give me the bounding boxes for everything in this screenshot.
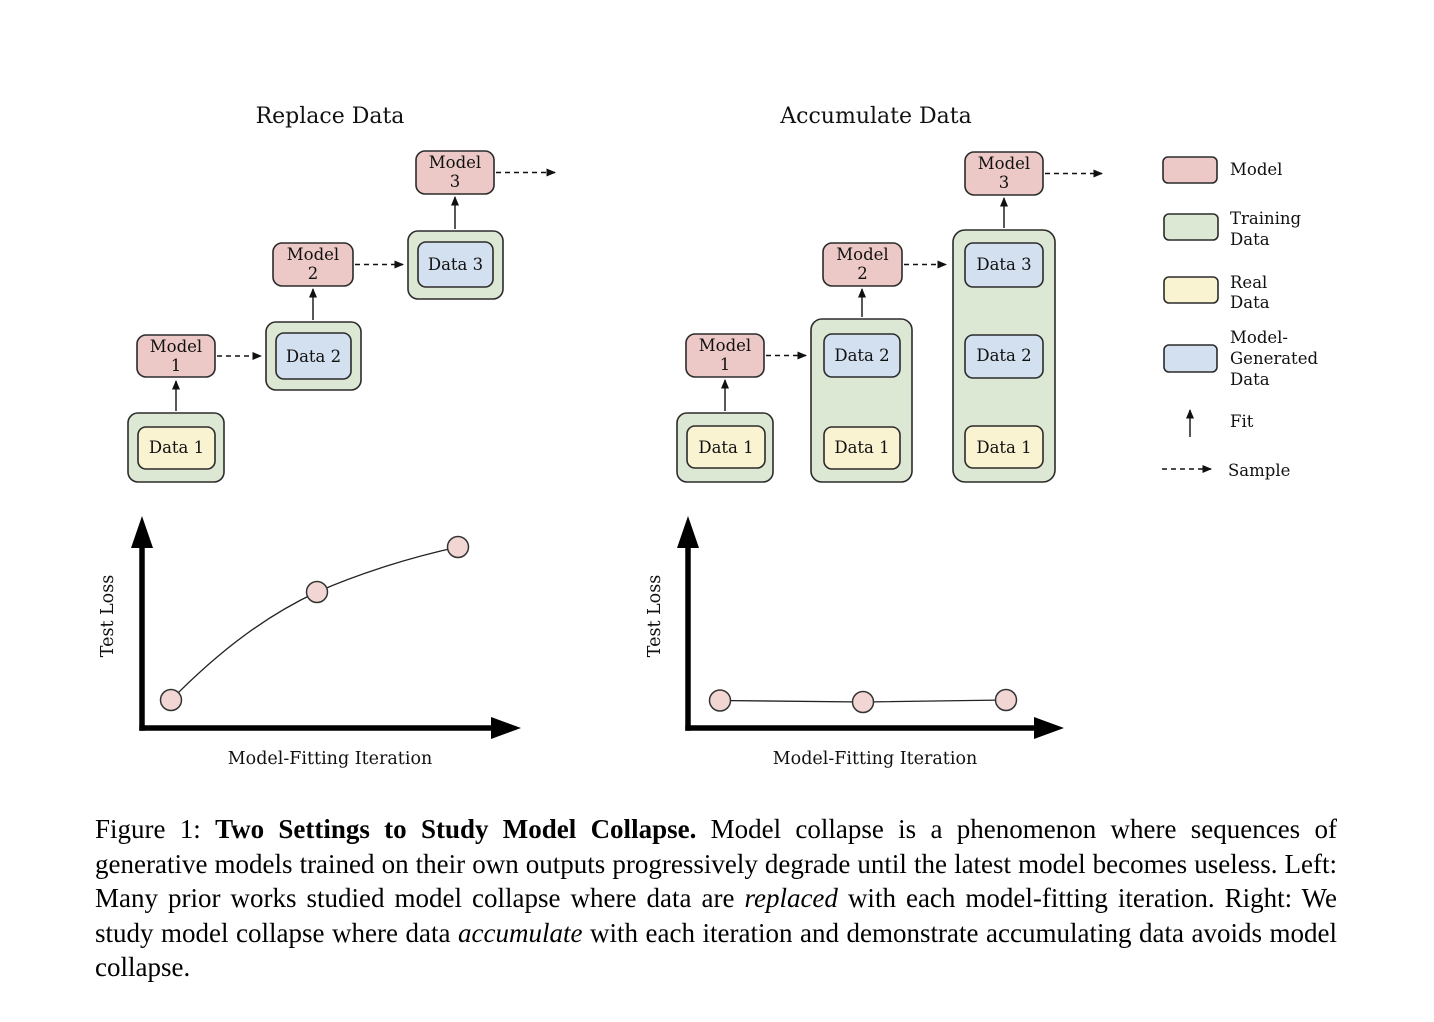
model-box-label: Model	[836, 245, 888, 264]
x-axis-label: Model-Fitting Iteration	[228, 749, 433, 769]
data-point	[851, 690, 875, 714]
caption-italic-accumulate: accumulate	[458, 917, 583, 948]
legend-swatch-training-data	[1163, 213, 1219, 241]
legend-label: Data	[1230, 230, 1270, 249]
model-box-number: 3	[999, 173, 1010, 192]
legend-label: Model	[1230, 160, 1282, 179]
replace-data-diagram: Replace Data Data 1 Model 1 Data 2 Model…	[127, 104, 556, 483]
model-box-label: Model	[150, 337, 202, 356]
x-axis-arrowhead-icon	[491, 717, 521, 739]
model-box-number: 3	[450, 172, 461, 191]
model-generated-data-box	[417, 241, 494, 288]
model-box	[415, 150, 495, 195]
caption-italic-replaced: replaced	[744, 883, 838, 913]
y-axis-label: Test Loss	[645, 575, 665, 657]
model-box	[272, 242, 354, 287]
caption-prefix: Figure 1:	[95, 814, 216, 844]
data-point	[305, 580, 329, 604]
figure-caption: Figure 1: Two Settings to Study Model Co…	[95, 812, 1337, 985]
real-data-box	[823, 426, 901, 470]
real-data-box	[964, 425, 1044, 469]
real-data-box	[137, 426, 216, 470]
y-axis-arrowhead-icon	[131, 516, 153, 548]
model-box-number: 1	[720, 355, 731, 374]
legend-label: Sample	[1228, 461, 1290, 480]
model-box-label: Model	[287, 245, 339, 264]
model-generated-data-box	[964, 334, 1044, 379]
legend-label: Generated	[1230, 349, 1318, 368]
model-box	[685, 333, 765, 378]
accumulate-data-diagram: Accumulate Data Data 1 Model 1 Data 2 Da…	[676, 104, 1103, 483]
accumulate-diagram-title: Accumulate Data	[779, 104, 971, 129]
data-point	[994, 688, 1018, 712]
model-box-number: 2	[857, 264, 868, 283]
data-box-label: Data 3	[976, 255, 1031, 274]
data-box-label: Data 1	[976, 438, 1031, 457]
data-point	[708, 689, 732, 712]
figure-canvas: Replace Data Data 1 Model 1 Data 2 Model…	[98, 104, 1318, 769]
legend-swatch-model-generated-data	[1163, 344, 1218, 373]
model-box	[822, 242, 903, 287]
data-box-label: Data 3	[428, 255, 483, 274]
model-box	[964, 151, 1044, 196]
caption-body: with each model-fitting iteration. Right…	[95, 883, 1337, 948]
legend-label: Real	[1230, 273, 1267, 292]
data-box-label: Data 2	[286, 347, 341, 366]
x-axis-label: Model-Fitting Iteration	[773, 749, 978, 769]
caption-bold-title: Two Settings to Study Model Collapse.	[215, 814, 697, 844]
model-box-label: Model	[429, 153, 481, 172]
model-generated-data-box	[275, 332, 352, 380]
legend-swatch-real-data	[1163, 276, 1219, 304]
replace-diagram-title: Replace Data	[256, 104, 405, 129]
caption-body: Model collapse is a phenomenon where seq…	[95, 814, 1337, 913]
model-box-label: Model	[699, 336, 751, 355]
data-point	[159, 688, 183, 712]
model-box-label: Model	[978, 154, 1030, 173]
model-generated-data-box	[823, 333, 901, 378]
legend: Model Training Data Real Data Model- Gen…	[1162, 156, 1318, 480]
y-axis-label: Test Loss	[98, 575, 118, 657]
legend-label: Model-	[1230, 328, 1288, 347]
replace-test-loss-plot: Test Loss Model-Fitting Iteration	[98, 516, 521, 769]
data-box-label: Data 1	[834, 438, 889, 457]
model-box-number: 2	[308, 264, 319, 283]
data-point	[446, 535, 470, 559]
legend-label: Fit	[1230, 412, 1254, 431]
real-data-box	[686, 425, 766, 469]
legend-label: Training	[1230, 209, 1302, 228]
caption-body: with each iteration and demonstrate accu…	[95, 917, 1337, 983]
model-box	[136, 334, 216, 378]
data-box-label: Data 2	[976, 346, 1031, 365]
legend-swatch-model	[1162, 156, 1218, 184]
rising-loss-curve	[170, 546, 459, 701]
y-axis-arrowhead-icon	[677, 516, 699, 548]
x-axis-arrowhead-icon	[1034, 717, 1064, 739]
model-box-number: 1	[171, 356, 182, 375]
data-box-label: Data 1	[698, 438, 753, 457]
accumulate-test-loss-plot: Test Loss Model-Fitting Iteration	[645, 516, 1064, 769]
data-box-label: Data 1	[149, 438, 204, 457]
legend-label: Data	[1230, 293, 1270, 312]
model-generated-data-box	[964, 242, 1044, 288]
data-box-label: Data 2	[834, 346, 889, 365]
legend-label: Data	[1230, 370, 1270, 389]
